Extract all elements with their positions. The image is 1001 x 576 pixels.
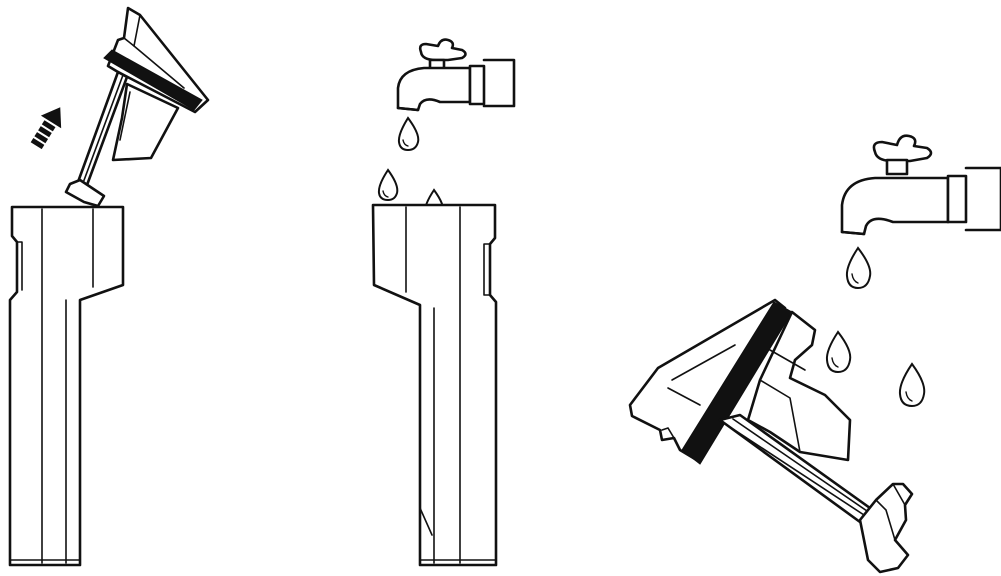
housing-body-step1 [8, 205, 125, 567]
water-drops-2 [825, 246, 926, 408]
faucet-icon-2 [840, 134, 1001, 236]
step-remove-cartridge [8, 6, 210, 567]
step-rinse-body [371, 38, 516, 567]
filter-cartridge-lifted [64, 6, 210, 208]
up-arrow-icon [30, 107, 62, 150]
filter-cartridge-rinsing [628, 298, 914, 574]
housing-body-step2 [371, 203, 498, 567]
step-rinse-cartridge [628, 134, 1001, 574]
faucet-icon-1 [396, 38, 516, 112]
